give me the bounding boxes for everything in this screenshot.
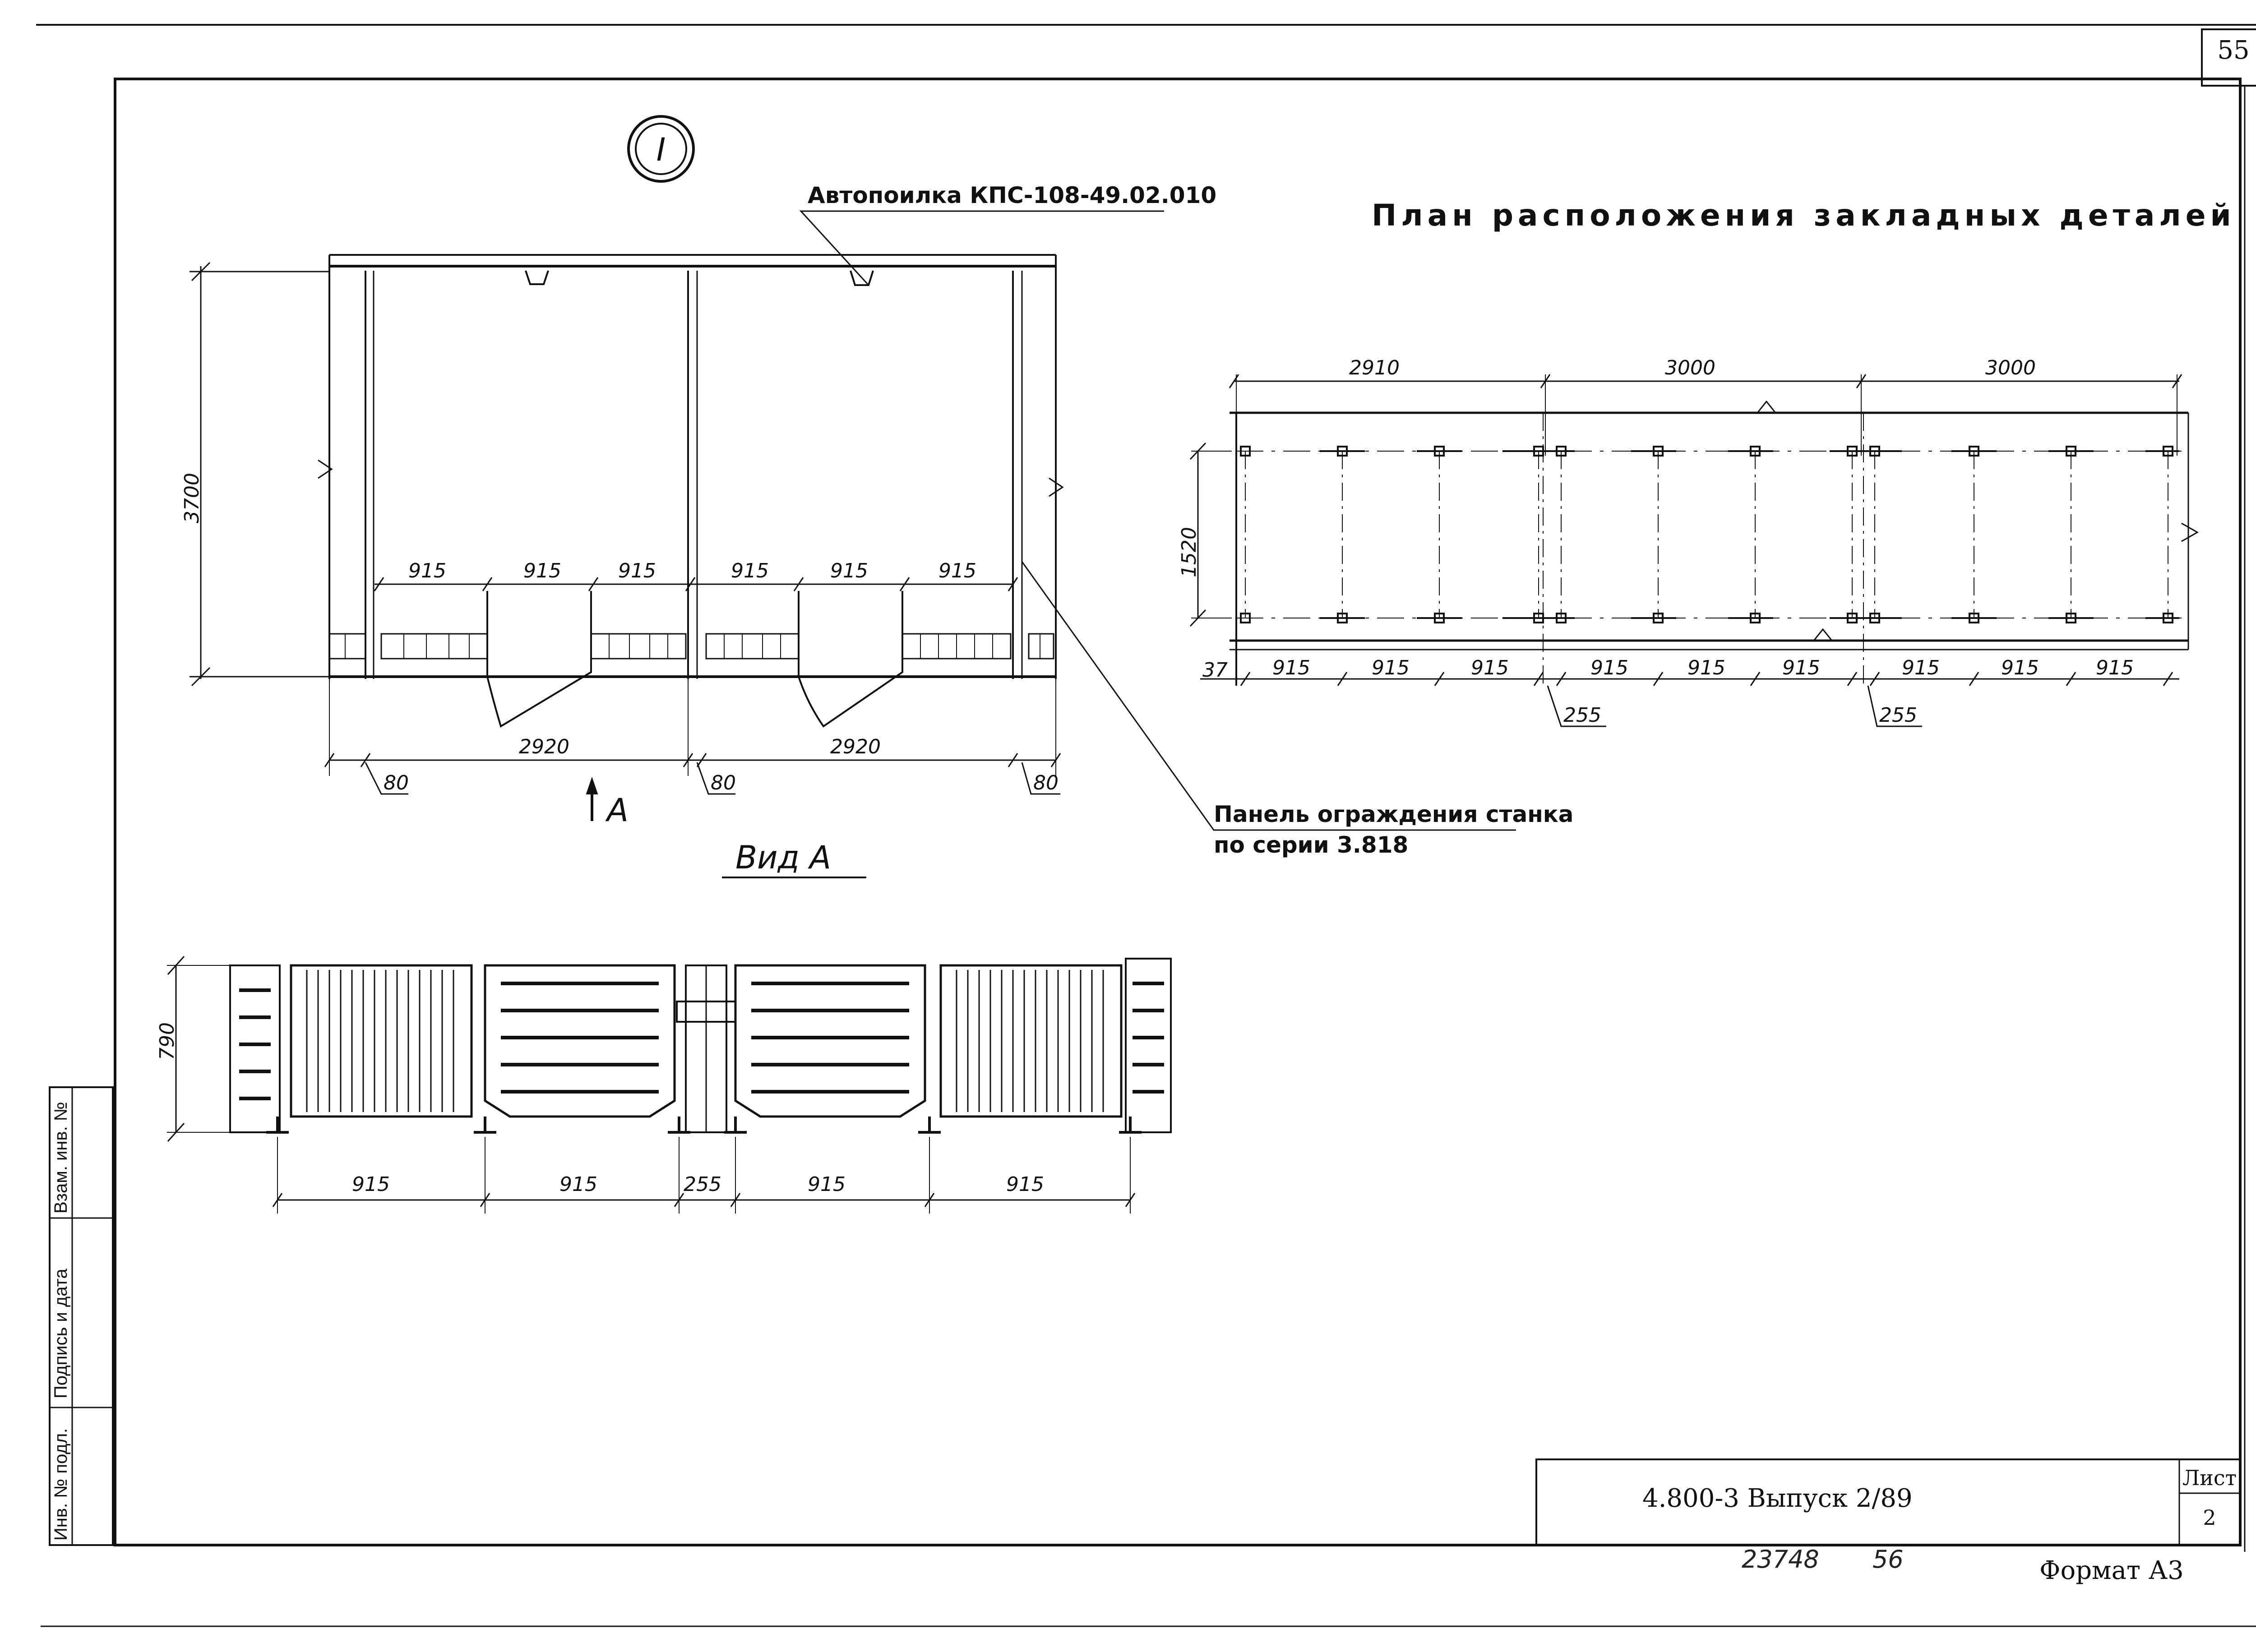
dim-915-p9: 915 <box>2096 656 2134 679</box>
page-number: 55 <box>2217 36 2249 65</box>
dim-915-p6: 915 <box>1782 656 1820 679</box>
page-number-box: 55 <box>2201 28 2256 87</box>
label-autopoilka: Автопоилка КПС-108-49.02.010 <box>808 182 1216 208</box>
dim-3000-1: 3000 <box>1665 356 1715 379</box>
dim-915-e5: 915 <box>830 559 868 582</box>
dim-2910: 2910 <box>1349 356 1400 379</box>
label-panel-line2: по серии 3.818 <box>1214 832 1408 858</box>
dim-915-v1: 915 <box>352 1173 390 1196</box>
dim-1520: 1520 <box>1178 527 1201 577</box>
dim-80-2: 80 <box>711 771 736 794</box>
dim-915-e1: 915 <box>408 559 446 582</box>
sheet-designation: 4.800-3 Выпуск 2/89 <box>1642 1484 1913 1513</box>
view-marker-a: А <box>605 792 629 829</box>
section-marker-label: I <box>656 131 666 168</box>
dim-915-e4: 915 <box>731 559 769 582</box>
dim-915-p2: 915 <box>1372 656 1410 679</box>
title-block: 4.800-3 Выпуск 2/89 Лист 2 <box>1535 1458 2241 1546</box>
plan-title: План расположения закладных деталей <box>1372 198 2236 233</box>
format-label: Формат А3 <box>2039 1556 2184 1585</box>
dim-915-e3: 915 <box>618 559 656 582</box>
stamp-inv-no-podl: Инв. № подл. <box>51 1428 71 1541</box>
dim-915-p5: 915 <box>1687 656 1725 679</box>
callout-255-2: 255 <box>1879 704 1917 727</box>
section-marker: I <box>627 115 695 183</box>
sheet-frame <box>36 24 2256 1627</box>
view-a-title: Вид А <box>735 839 831 876</box>
dim-915-p7: 915 <box>1902 656 1940 679</box>
view-a <box>167 955 1172 1214</box>
stamp-podpis-data: Подпись и дата <box>51 1269 71 1398</box>
dim-915-e2: 915 <box>523 559 561 582</box>
side-stamp: Инв. № подл. Подпись и дата Взам. инв. № <box>49 1086 114 1546</box>
dim-915-p3: 915 <box>1471 656 1509 679</box>
plan-view <box>1189 374 2199 727</box>
dim-2920-1: 2920 <box>519 735 569 758</box>
dim-790: 790 <box>156 1022 179 1060</box>
list-number: 2 <box>2203 1505 2216 1530</box>
dim-915-v2: 915 <box>559 1173 597 1196</box>
dim-3700: 3700 <box>180 473 203 523</box>
dim-255-v: 255 <box>684 1173 721 1196</box>
inventory-number-1: 23748 <box>1742 1545 1819 1574</box>
dim-3000-2: 3000 <box>1985 356 2036 379</box>
elevation-view <box>190 210 1516 831</box>
dim-915-p8: 915 <box>2001 656 2039 679</box>
dim-80-3: 80 <box>1033 771 1059 794</box>
inventory-number-2: 56 <box>1872 1545 1904 1574</box>
dim-915-p4: 915 <box>1590 656 1628 679</box>
dim-915-v4: 915 <box>1006 1173 1044 1196</box>
dim-915-p1: 915 <box>1272 656 1310 679</box>
dim-2920-2: 2920 <box>830 735 881 758</box>
label-panel-line1: Панель ограждения станка <box>1214 801 1573 827</box>
dim-915-e6: 915 <box>938 559 976 582</box>
stamp-vzam-inv: Взам. инв. № <box>51 1102 71 1214</box>
list-label: Лист <box>2182 1466 2237 1490</box>
dim-37: 37 <box>1202 659 1228 682</box>
callout-255-1: 255 <box>1563 704 1601 727</box>
dim-915-v3: 915 <box>808 1173 846 1196</box>
dim-80-1: 80 <box>384 771 409 794</box>
